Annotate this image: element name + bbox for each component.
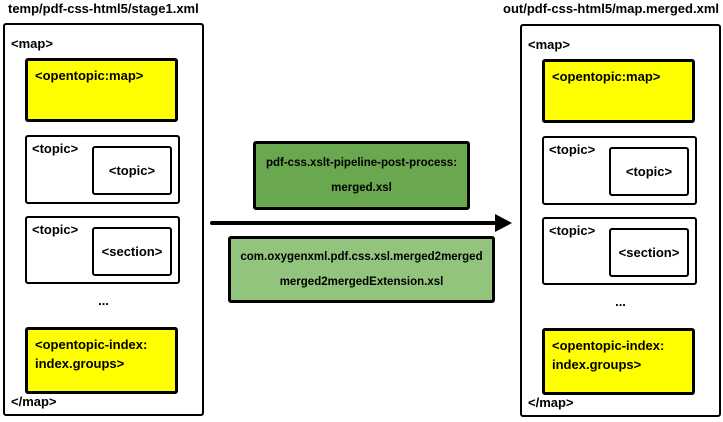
output-topic1-nested-box: <topic>	[609, 147, 689, 196]
extension-xsl-line1: com.oxygenxml.pdf.css.xsl.merged2merged	[240, 251, 483, 264]
output-opentopic-index-line2: index.groups>	[552, 357, 642, 372]
extension-xsl-line2: merged2mergedExtension.xsl	[279, 275, 444, 288]
stage-xsl-line1: pdf-css.xslt-pipeline-post-process:	[265, 157, 458, 169]
source-file-panel: <map> <opentopic:map> <topic> <topic> <t…	[3, 23, 204, 416]
output-topic2-outer-label: <topic>	[549, 223, 596, 238]
source-opentopic-index-box: <opentopic-index: index.groups>	[25, 327, 178, 394]
output-topic2-inner-label: <section>	[618, 245, 680, 260]
output-opentopic-index-box: <opentopic-index: index.groups>	[542, 328, 695, 395]
source-opentopic-index-line1: <opentopic-index:	[35, 337, 148, 352]
output-opentopic-map-label: <opentopic:map>	[552, 69, 661, 84]
output-topic2-box: <topic> <section>	[542, 217, 697, 285]
source-topic1-nested-box: <topic>	[92, 146, 172, 195]
source-ellipsis: ...	[98, 293, 109, 308]
source-topic2-box: <topic> <section>	[25, 216, 180, 284]
output-ellipsis: ...	[615, 294, 626, 309]
source-file-title: temp/pdf-css-html5/stage1.xml	[8, 1, 199, 16]
source-opentopic-map-box: <opentopic:map>	[25, 58, 178, 122]
output-opentopic-index-line1: <opentopic-index:	[552, 338, 665, 353]
extension-xsl-process-box: com.oxygenxml.pdf.css.xsl.merged2merged …	[228, 236, 495, 303]
output-map-close-tag: </map>	[528, 395, 574, 410]
output-file-panel: <map> <opentopic:map> <topic> <topic> <t…	[520, 24, 721, 417]
output-topic1-box: <topic> <topic>	[542, 136, 697, 205]
source-topic1-inner-label: <topic>	[108, 163, 156, 178]
source-map-open-tag: <map>	[11, 36, 53, 51]
source-opentopic-index-line2: index.groups>	[35, 356, 125, 371]
output-opentopic-map-box: <opentopic:map>	[542, 59, 695, 123]
pipeline-arrow-head-icon	[495, 214, 512, 232]
output-map-open-tag: <map>	[528, 37, 570, 52]
output-topic1-outer-label: <topic>	[549, 142, 596, 157]
pipeline-arrow-line	[210, 221, 498, 225]
source-opentopic-map-label: <opentopic:map>	[35, 68, 144, 83]
stage-xsl-line2: merged.xsl	[331, 182, 392, 194]
output-section-nested-box: <section>	[609, 228, 689, 277]
source-section-nested-box: <section>	[92, 227, 172, 276]
source-topic2-outer-label: <topic>	[32, 222, 79, 237]
source-topic1-outer-label: <topic>	[32, 141, 79, 156]
stage-xsl-process-box: pdf-css.xslt-pipeline-post-process: merg…	[253, 141, 470, 210]
source-map-close-tag: </map>	[11, 394, 57, 409]
source-topic2-inner-label: <section>	[101, 244, 163, 259]
output-file-title: out/pdf-css-html5/map.merged.xml	[503, 1, 719, 16]
source-topic1-box: <topic> <topic>	[25, 135, 180, 204]
output-topic1-inner-label: <topic>	[625, 164, 673, 179]
